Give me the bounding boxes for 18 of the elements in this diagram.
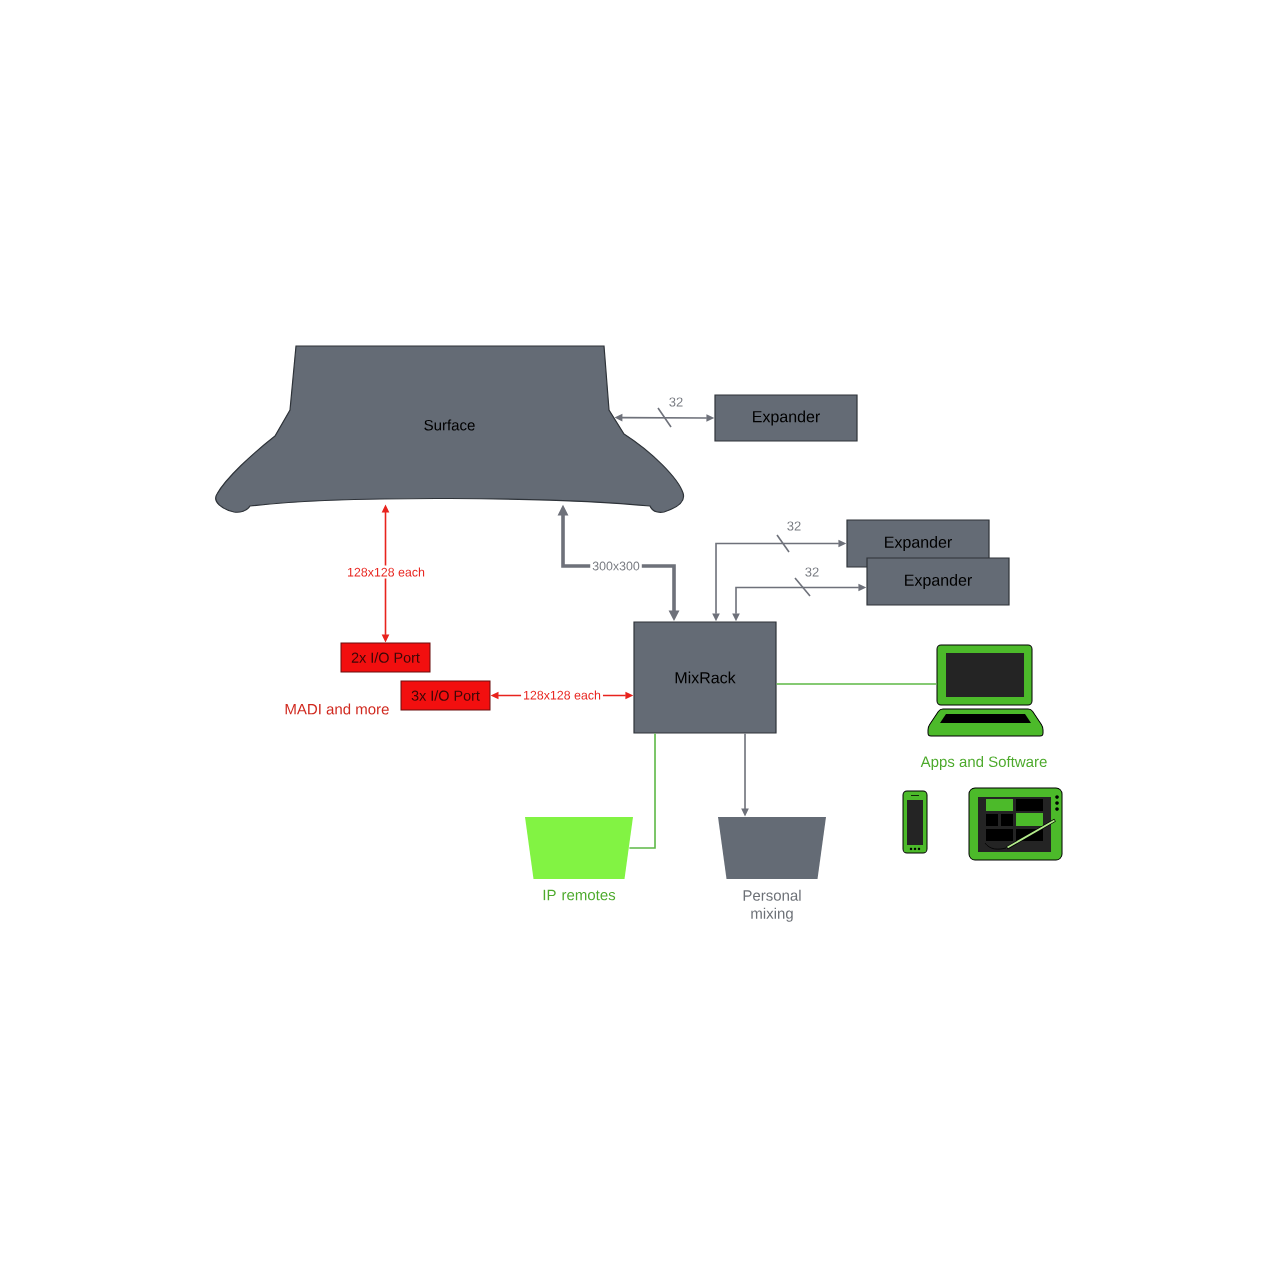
edge-label: 32 — [669, 397, 683, 407]
device-box: Expander — [866, 557, 1010, 606]
laptop-icon — [927, 644, 1044, 737]
edge-label: 32 — [787, 521, 801, 531]
port-box: 3x I/O Port — [400, 680, 491, 711]
edge-label: 32 — [805, 567, 819, 577]
port-box: 2x I/O Port — [340, 642, 431, 673]
edge-label: 300x300 — [590, 559, 642, 573]
group-caption: Apps and Software — [920, 756, 1047, 770]
connector-line — [775, 683, 938, 685]
connector-line — [628, 732, 656, 849]
block-caption: Personal mixing — [743, 889, 801, 922]
device-box: MixRack — [633, 621, 777, 734]
edge-label: 128x128 each — [345, 565, 427, 579]
note-text: MADI and more — [285, 703, 389, 715]
block-caption: IP remotes — [543, 889, 616, 901]
edge-label: 128x128 each — [521, 688, 603, 702]
device-box: Expander — [714, 394, 858, 442]
